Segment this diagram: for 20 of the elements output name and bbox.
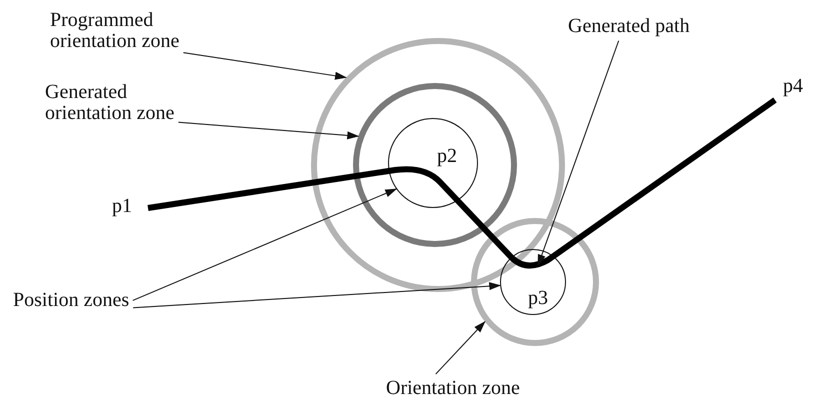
callout-text: Orientation zone — [386, 378, 556, 399]
point-label: p4 — [783, 76, 803, 97]
leader-line — [132, 188, 398, 301]
leader-line — [435, 321, 486, 375]
leader-line — [182, 52, 347, 80]
callout-text: Programmed orientation zone — [50, 10, 222, 52]
orientation-zone-circle — [471, 218, 599, 346]
leader-line — [178, 122, 360, 140]
position-zone-circle — [388, 118, 478, 208]
leader-line — [538, 40, 620, 266]
point-label: p2 — [437, 146, 457, 167]
orientation-zone-circle — [353, 83, 517, 247]
point-label: p3 — [528, 288, 548, 309]
callout-text: Generated orientation zone — [45, 82, 217, 124]
position-zone-circle — [500, 249, 566, 315]
leader-line — [132, 282, 502, 308]
callout-text: Position zones — [13, 290, 193, 311]
callout-text: Generated path — [568, 16, 728, 37]
point-label: p1 — [112, 196, 132, 217]
orientation-zone-circle — [311, 38, 565, 292]
